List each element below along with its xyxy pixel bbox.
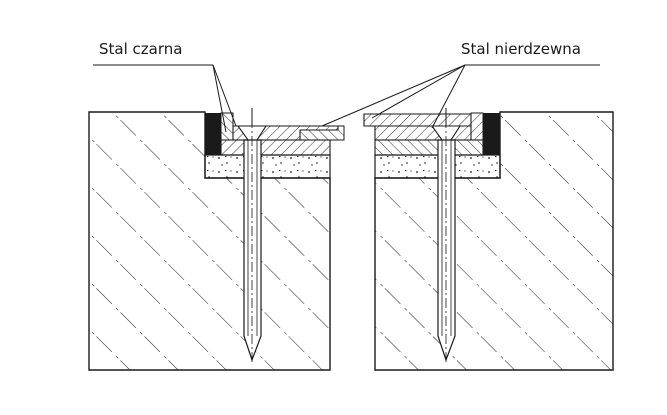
gasket-right xyxy=(483,113,500,155)
leader-stainless-steel xyxy=(321,64,600,129)
stainless-plate-center xyxy=(299,125,345,141)
label-black-steel: Stal czarna xyxy=(99,40,183,58)
anchor-bolt-left xyxy=(236,108,268,362)
leader-black-steel xyxy=(93,64,237,133)
black-steel-insert-right xyxy=(470,112,484,141)
mortar-bed-left xyxy=(204,154,331,179)
label-stainless-steel: Stal nierdzewna xyxy=(461,40,581,58)
black-steel-base-left xyxy=(220,139,331,156)
anchor-bolt-right xyxy=(430,108,462,362)
gasket-left xyxy=(205,113,221,155)
black-steel-base-right xyxy=(374,139,484,156)
